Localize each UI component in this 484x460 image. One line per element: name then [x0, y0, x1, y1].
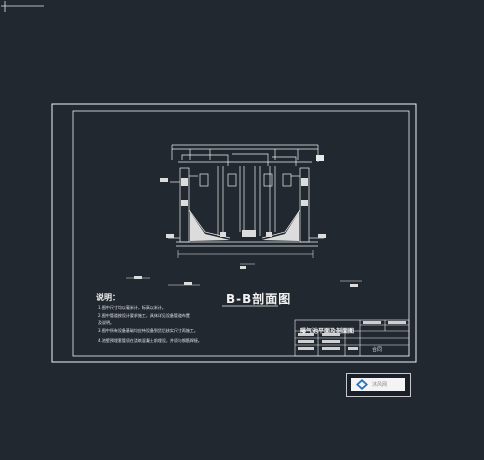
- note-line-1: 1.图中尺寸均以毫米计，标高以米计。: [98, 305, 166, 310]
- note-line-3: 及说明。: [98, 320, 114, 325]
- watermark-logo: 沐风网: [346, 373, 411, 397]
- title-block: [294, 319, 410, 357]
- tank-section: [126, 144, 362, 286]
- note-line-5: 4.池壁预埋套管须在浇筑混凝土前埋设，并须与钢筋焊接。: [98, 338, 202, 343]
- note-line-2: 2.图中管道按设计要求施工，具体详见设备管道布置: [98, 313, 190, 318]
- logo-diamond-icon: [356, 379, 368, 390]
- notes-heading: 说明：: [96, 293, 120, 302]
- section-title: B-B剖面图: [226, 292, 292, 306]
- concrete-fill: [134, 178, 358, 287]
- title-block-stamp: 合同: [372, 347, 383, 353]
- logo-text: 沐风网: [372, 382, 388, 388]
- ucs-mark: [1, 1, 44, 12]
- note-line-4: 3.图中所有设备基础均应待设备到货后核实尺寸再施工。: [98, 328, 198, 333]
- sheet-inner-border: [72, 110, 410, 357]
- title-block-fills: [298, 321, 406, 350]
- sheet-outer-border: [51, 103, 417, 363]
- logo-panel: 沐风网: [351, 378, 405, 391]
- title-block-title: 曝气池平面及剖面图: [300, 328, 355, 335]
